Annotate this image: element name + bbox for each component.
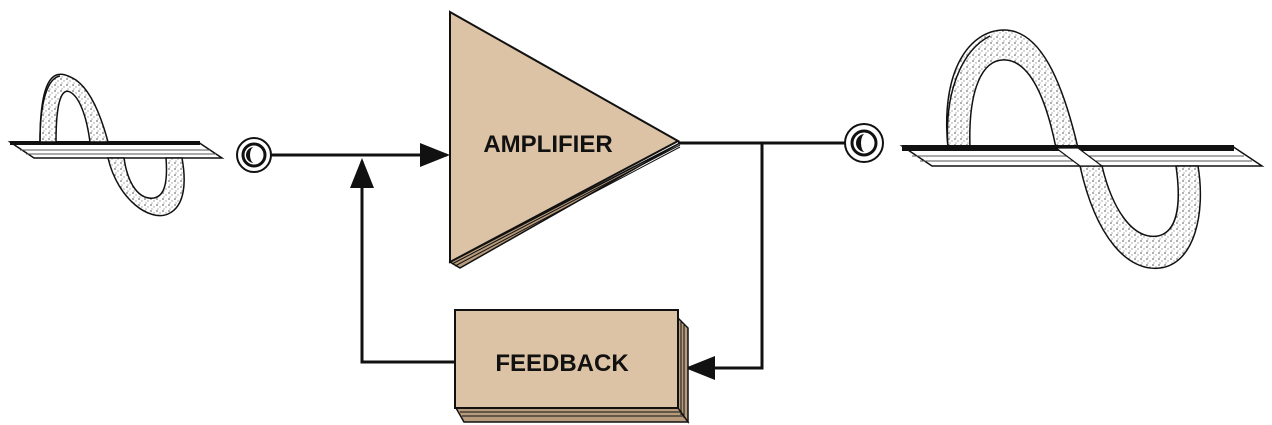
feedback-block: FEEDBACK (454, 309, 690, 424)
signal-paths (271, 141, 845, 380)
amplifier-label: AMPLIFIER (483, 131, 612, 158)
input-jack-icon (236, 137, 272, 173)
sine-ribbon-small-icon (7, 73, 225, 217)
sine-ribbon-large-icon (899, 29, 1265, 269)
amplifier-block: AMPLIFIER (448, 10, 681, 269)
output-jack-icon (844, 123, 884, 163)
feedback-label: FEEDBACK (495, 350, 629, 377)
